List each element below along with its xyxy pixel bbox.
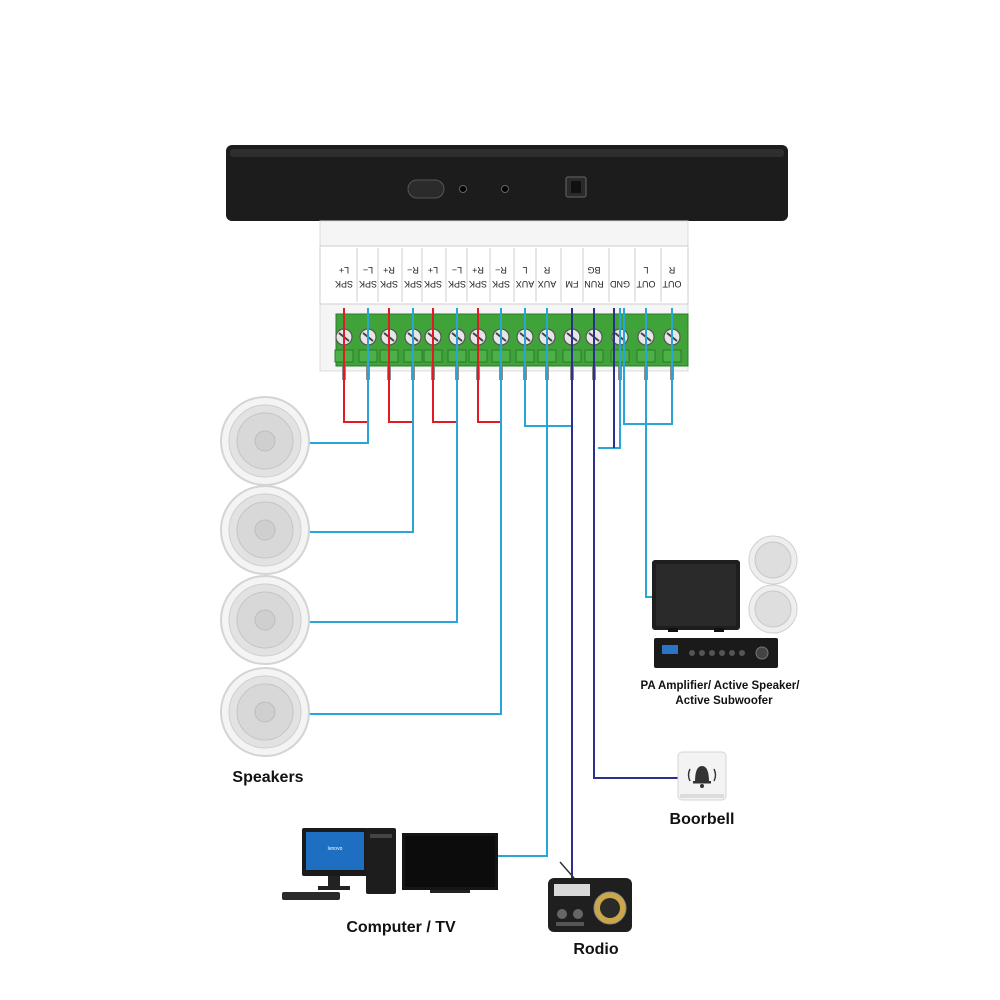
pa-label-line1: PA Amplifier/ Active Speaker/ [641,680,801,692]
wall-amplifier-device: SPK L+ SPK L− SPK R+ SPK R− SPK L+ SPK L− SPK R+ SPK R−… [226,145,788,380]
indicator-hole-2 [501,185,509,193]
aux-wires [498,308,572,857]
radio [548,861,632,932]
small-speaker-top [748,535,798,585]
terminal-label-3: SPK R+ [380,265,398,289]
terminal-label-1: SPK L+ [335,265,353,289]
terminal-labels: SPK L+ SPK L− SPK R+ SPK R− SPK L+ SPK L− SPK R+ SPK R−… [335,248,682,302]
wires [308,308,678,880]
terminal-label-top: SPK [380,279,398,289]
output-wires [598,308,673,598]
ceiling-speaker-3 [220,575,310,665]
terminal-label-strip [319,245,689,305]
positive-wires [343,308,501,423]
terminal-label-bottom: R− [495,265,507,275]
terminal-label-bottom: R+ [383,265,395,275]
ceiling-speaker-1 [220,396,310,486]
wire-speaker-2 [308,308,414,533]
terminal-label-top: AUX [538,279,557,289]
terminal-label-top: SPK [424,279,442,289]
terminal-label-4: SPK R− [404,265,422,289]
control-wires [571,308,678,880]
terminal-label-bottom: L+ [339,265,349,275]
speakers-label: Speakers [232,769,303,786]
terminal-label-11: FM [566,279,579,289]
terminal-label-top: SPK [492,279,510,289]
terminal-label-7: SPK R+ [469,265,487,289]
terminal-label-bottom: L− [452,265,462,275]
terminal-label-top: OUT [662,279,682,289]
wire-to-pa [645,424,652,598]
small-speaker-bottom [748,584,798,634]
terminal-label-bottom: R [668,265,675,275]
sound-waves-icon [687,768,717,782]
doorbell-label: Boorbell [670,811,735,828]
terminal-screws [334,328,682,363]
terminal-label-top: SPK [448,279,466,289]
terminal-label-top: RUN [584,279,604,289]
terminal-label-bottom: R [543,265,550,275]
terminal-label-bottom: R− [407,265,419,275]
terminal-label-bottom: L− [363,265,373,275]
bell-icon [693,766,711,788]
doorbell [677,751,727,801]
computer-tv-label: Computer / TV [346,919,456,936]
wire-aux-l [524,308,572,427]
terminal-label-bottom: L+ [428,265,438,275]
terminal-label-bottom: R+ [472,265,484,275]
terminal-label-6: SPK L− [448,265,466,289]
wire-speaker-3 [308,308,458,623]
power-button [407,179,445,199]
terminal-label-top: OUT [636,279,656,289]
wire-spk2-rplus [477,308,501,423]
indicator-hole-1 [459,185,467,193]
computer-tv: lenovo [282,828,498,900]
terminal-label-15: OUT R [662,265,682,289]
wire-gnd-return [598,308,621,449]
terminal-label-bottom: L [643,265,648,275]
radio-label: Rodio [573,941,619,958]
terminal-label-top: FM [566,279,579,289]
wire-speaker-4 [308,308,502,715]
television [402,833,498,893]
device-front-panel [226,145,788,221]
wire-bg-to-doorbell [593,308,678,779]
terminal-label-14: OUT L [636,265,656,289]
terminal-label-top: AUX [516,279,535,289]
pa-amplifier-unit [654,638,778,668]
terminal-label-8: SPK R− [492,265,510,289]
keyboard [282,892,340,900]
wire-spk1-lplus [343,308,368,423]
speaker-group [220,396,310,757]
speaker-wires [308,308,502,715]
ceiling-speaker-4 [220,667,310,757]
terminal-label-bottom: L [522,265,527,275]
pa-equipment: PA Amplifier/ Active Speaker/ Active Sub… [641,535,801,707]
terminal-label-12: RUN BG [584,265,604,289]
wire-aux-r-to-tv [498,308,548,857]
monitor: lenovo [302,828,368,890]
pa-label-line2: Active Subwoofer [675,695,773,707]
terminal-label-5: SPK L+ [424,265,442,289]
pc-tower [366,828,396,894]
ceiling-speaker-2 [220,485,310,575]
terminal-label-bottom: BG [587,265,600,275]
pc-brand-text: lenovo [328,846,343,852]
wire-spk1-rplus [388,308,413,423]
terminal-label-top: SPK [359,279,377,289]
wire-speaker-1 [308,308,369,444]
terminal-label-top: SPK [404,279,422,289]
terminal-label-13: GND [610,279,631,289]
terminal-label-top: SPK [335,279,353,289]
wire-gnd-out [623,308,673,425]
terminal-label-top: SPK [469,279,487,289]
terminal-label-top: GND [610,279,631,289]
wire-spk2-lplus [432,308,457,423]
terminal-label-9: AUX L [516,265,535,289]
terminal-label-10: AUX R [538,265,557,289]
terminal-label-2: SPK L− [359,265,377,289]
terminal-screw-6 [447,328,467,363]
